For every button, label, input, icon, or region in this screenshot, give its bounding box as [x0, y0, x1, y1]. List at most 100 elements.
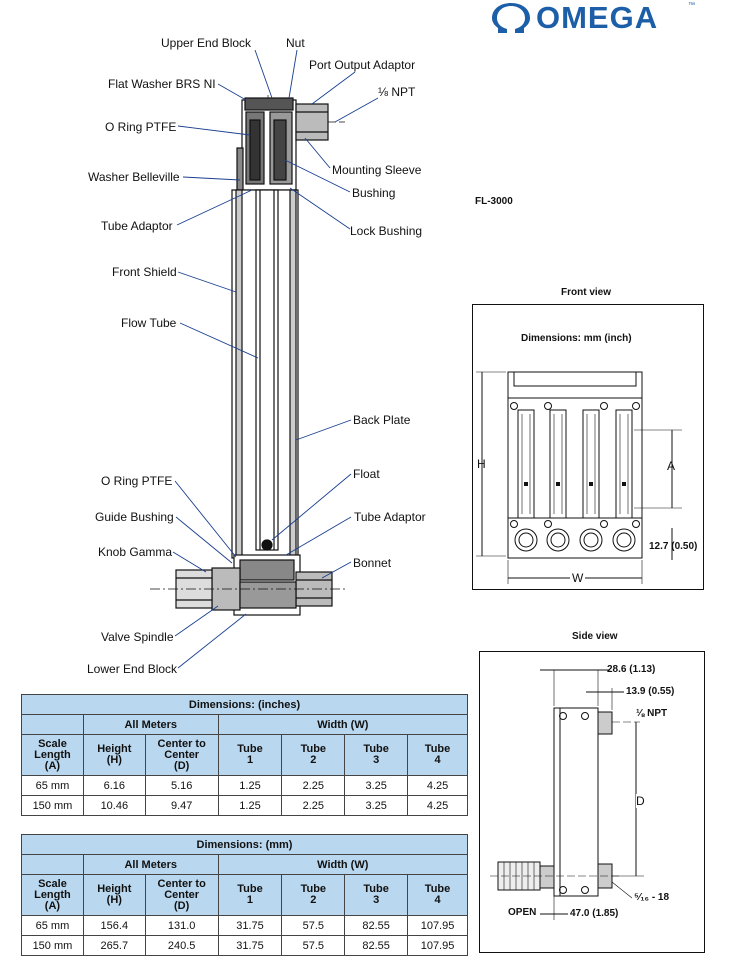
column-header: Tube 1: [217, 734, 283, 776]
callout-o-ring-top: O Ring PTFE: [105, 120, 177, 134]
table-cell: 240.5: [144, 935, 219, 956]
table-cell: 4.25: [407, 775, 468, 796]
table-cell: 107.95: [407, 915, 468, 936]
table-cell: 3.25: [344, 795, 409, 816]
front-view-subtitle: Dimensions: mm (inch): [521, 333, 632, 344]
table-cell: 3.25: [344, 775, 409, 796]
table-cell: 10.46: [82, 795, 146, 816]
table-cell: 6.16: [82, 775, 146, 796]
side-dim-47: 47.0 (1.85): [570, 908, 619, 919]
front-view-frame: [472, 304, 704, 590]
table-cell: 131.0: [144, 915, 219, 936]
front-dim-offset: 12.7 (0.50): [649, 541, 698, 552]
side-dim-13: 13.9 (0.55): [626, 686, 675, 697]
table-cell: 5.16: [144, 775, 219, 796]
group-all-meters: All Meters: [82, 714, 219, 735]
callout-nut: Nut: [286, 36, 305, 50]
table-title: Dimensions: (inches): [21, 694, 468, 715]
side-open-label: OPEN: [508, 907, 537, 918]
front-dim-h: H: [477, 457, 486, 471]
side-view-title: Side view: [572, 631, 618, 642]
callout-o-ring-bottom: O Ring PTFE: [101, 474, 173, 488]
table-cell: 31.75: [217, 935, 283, 956]
table-title: Dimensions: (mm): [21, 834, 468, 855]
side-dim-d: D: [636, 794, 645, 808]
group-width: Width (W): [217, 854, 469, 875]
table-cell: 107.95: [407, 935, 468, 956]
column-header: Center to Center (D): [144, 874, 219, 916]
table-cell: 156.4: [82, 915, 146, 936]
group-all-meters: All Meters: [82, 854, 219, 875]
callout-npt-top: ⅛ NPT: [378, 85, 416, 99]
front-dim-w: W: [570, 571, 586, 585]
table-row: 150 mm 265.7 240.5 31.75 57.5 82.55 107.…: [21, 935, 468, 956]
callout-tube-adaptor-bottom: Tube Adaptor: [354, 510, 426, 524]
column-header: Tube 2: [281, 734, 346, 776]
side-view-frame: [479, 651, 705, 953]
callout-flat-washer: Flat Washer BRS NI: [108, 77, 216, 91]
column-header: Tube 3: [344, 734, 409, 776]
callout-port-output-adaptor: Port Output Adaptor: [309, 58, 416, 72]
table-cell: 2.25: [281, 795, 346, 816]
table-cell: 1.25: [217, 795, 283, 816]
callout-washer-belleville: Washer Belleville: [88, 170, 180, 184]
column-header: Tube 4: [407, 734, 468, 776]
callout-float: Float: [353, 467, 380, 481]
side-npt: ⅛ NPT: [636, 708, 668, 719]
callout-bonnet: Bonnet: [353, 556, 392, 570]
omega-logo: OMEGA ™: [492, 0, 702, 38]
front-dim-a: A: [667, 459, 676, 473]
header-blank: [21, 854, 84, 875]
column-header: Tube 4: [407, 874, 468, 916]
callout-lower-end-block: Lower End Block: [87, 662, 178, 676]
callout-bushing: Bushing: [352, 186, 396, 200]
column-header: Tube 2: [281, 874, 346, 916]
table-row: 150 mm 10.46 9.47 1.25 2.25 3.25 4.25: [21, 795, 468, 816]
side-thread: ⁵⁄₁₆ - 18: [634, 892, 670, 903]
callout-mounting-sleeve: Mounting Sleeve: [332, 163, 422, 177]
table-cell: 9.47: [144, 795, 219, 816]
table-cell: 2.25: [281, 775, 346, 796]
column-header: Tube 1: [217, 874, 283, 916]
front-view-title: Front view: [561, 287, 612, 298]
callout-back-plate: Back Plate: [353, 413, 411, 427]
callout-front-shield: Front Shield: [112, 265, 177, 279]
column-header: Scale Length (A): [21, 734, 84, 776]
callout-lock-bushing: Lock Bushing: [350, 224, 423, 238]
trademark: ™: [688, 2, 695, 9]
callout-upper-end-block: Upper End Block: [161, 36, 252, 50]
table-cell: 4.25: [407, 795, 468, 816]
column-header: Tube 3: [344, 874, 409, 916]
table-cell: 65 mm: [21, 915, 84, 936]
table-cell: 1.25: [217, 775, 283, 796]
table-cell: 82.55: [344, 915, 409, 936]
callout-tube-adaptor-top: Tube Adaptor: [101, 219, 173, 233]
column-header: Center to Center (D): [144, 734, 219, 776]
table-cell: 57.5: [281, 935, 346, 956]
table-row: 65 mm 156.4 131.0 31.75 57.5 82.55 107.9…: [21, 915, 468, 936]
table-cell: 150 mm: [21, 935, 84, 956]
brand-name: OMEGA: [536, 0, 659, 35]
table-cell: 31.75: [217, 915, 283, 936]
callout-guide-bushing: Guide Bushing: [95, 510, 174, 524]
group-width: Width (W): [217, 714, 469, 735]
table-cell: 65 mm: [21, 775, 84, 796]
callout-valve-spindle: Valve Spindle: [101, 630, 174, 644]
callout-knob-gamma: Knob Gamma: [98, 545, 173, 559]
column-header: Height (H): [82, 734, 146, 776]
table-cell: 57.5: [281, 915, 346, 936]
table-cell: 265.7: [82, 935, 146, 956]
model-number: FL-3000: [475, 196, 513, 207]
column-header: Height (H): [82, 874, 146, 916]
table-row: 65 mm 6.16 5.16 1.25 2.25 3.25 4.25: [21, 775, 468, 796]
table-cell: 150 mm: [21, 795, 84, 816]
header-blank: [21, 714, 84, 735]
table-cell: 82.55: [344, 935, 409, 956]
column-header: Scale Length (A): [21, 874, 84, 916]
side-dim-28: 28.6 (1.13): [607, 664, 656, 675]
